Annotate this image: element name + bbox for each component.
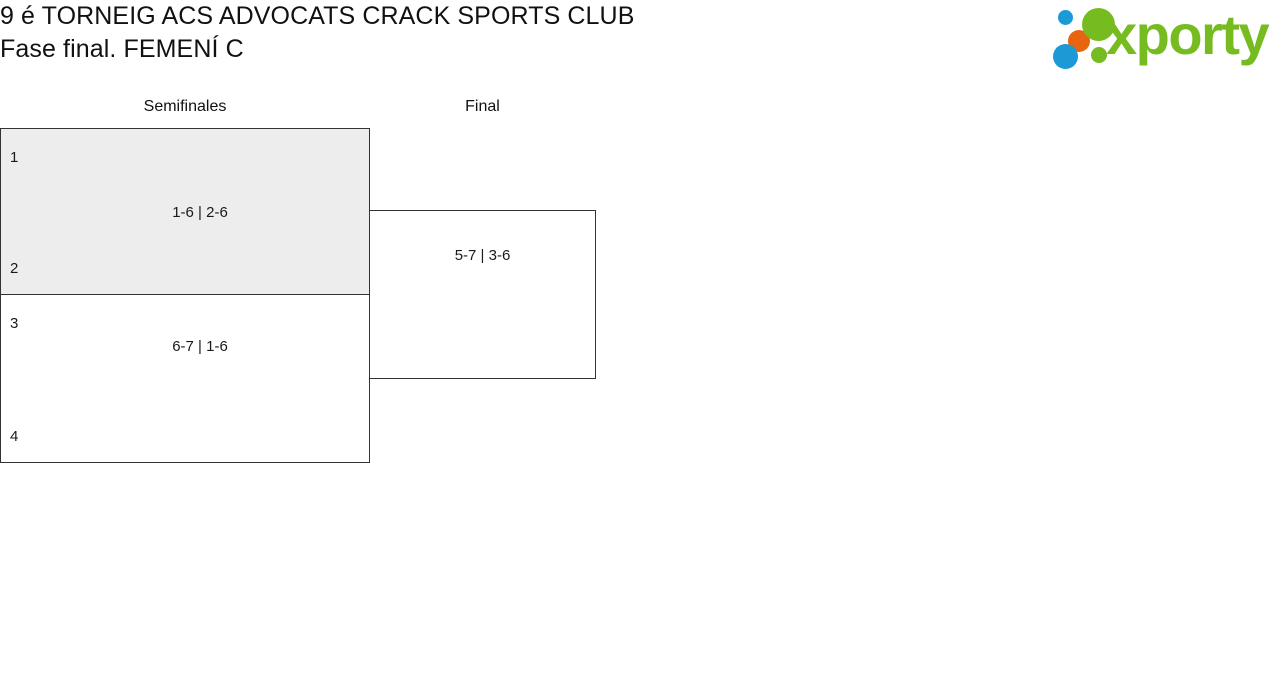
match-final[interactable]: 5-7 | 3-6 — [369, 210, 596, 379]
logo-dot-green-small-icon — [1091, 47, 1107, 63]
round-header-final: Final — [465, 98, 500, 115]
match-semifinal-1[interactable]: 1 1-6 | 2-6 2 — [0, 128, 370, 295]
match-score: 1-6 | 2-6 — [172, 204, 228, 221]
logo-dot-blue-small-icon — [1058, 10, 1073, 25]
page-header: 9 é TORNEIG ACS ADVOCATS CRACK SPORTS CL… — [0, 0, 1000, 66]
logo-dots-icon — [1050, 4, 1115, 69]
match-semifinal-2[interactable]: 3 6-7 | 1-6 4 — [0, 294, 370, 463]
logo-dot-blue-large-icon — [1053, 44, 1078, 69]
tournament-subtitle: Fase final. FEMENÍ C — [0, 35, 244, 63]
match-seed-top: 1 — [10, 149, 19, 166]
round-header-semifinales: Semifinales — [143, 98, 227, 115]
match-score: 6-7 | 1-6 — [172, 338, 228, 355]
xporty-logo[interactable]: xporty — [1050, 3, 1276, 69]
tournament-title: 9 é TORNEIG ACS ADVOCATS CRACK SPORTS CL… — [0, 2, 635, 30]
match-seed-bottom: 2 — [10, 260, 19, 277]
match-seed-bottom: 4 — [10, 428, 19, 445]
logo-wordmark: xporty — [1106, 3, 1270, 66]
match-score: 5-7 | 3-6 — [454, 247, 511, 264]
match-seed-top: 3 — [10, 315, 19, 332]
logo-dot-green-large-icon — [1082, 8, 1115, 41]
